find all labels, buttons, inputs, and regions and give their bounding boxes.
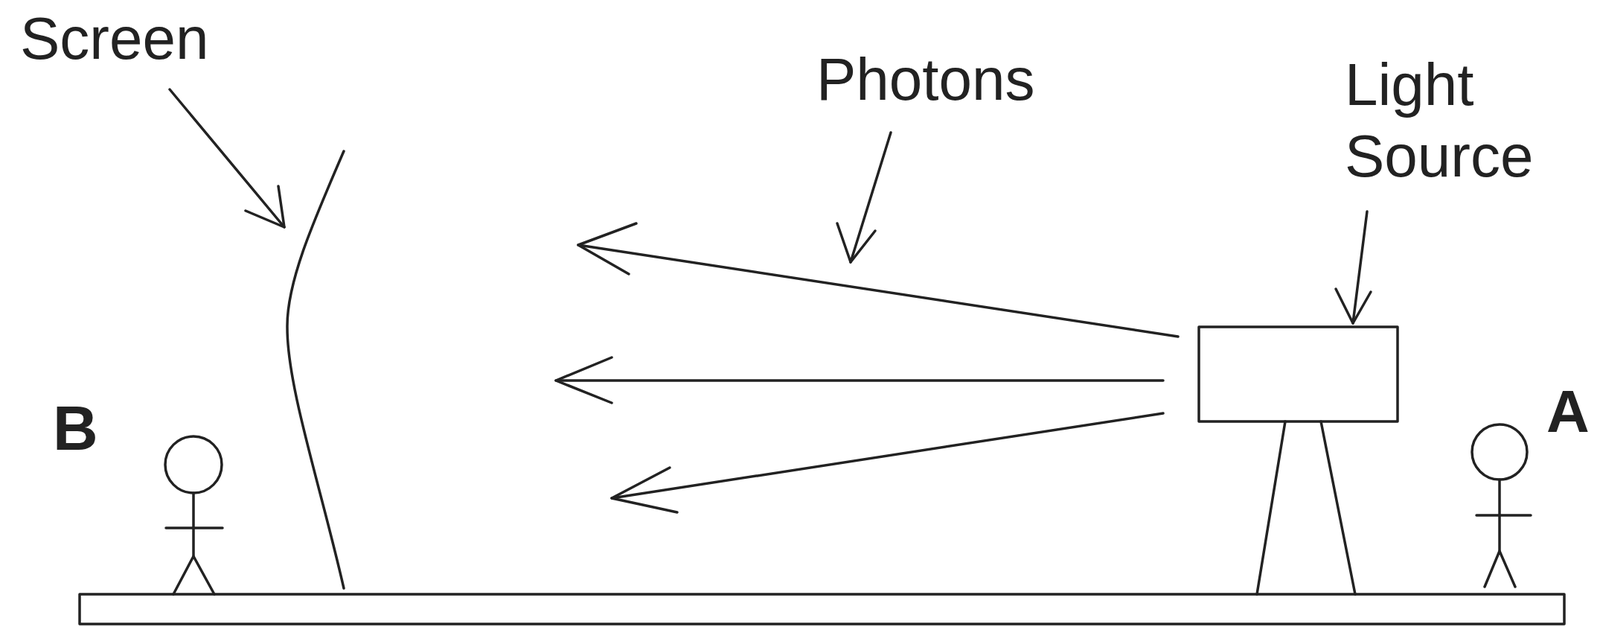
photons-label: Photons — [816, 45, 1036, 114]
leader-arrow — [837, 132, 891, 262]
photon-arrow — [611, 413, 1164, 512]
light-source-label: Light Source — [1344, 49, 1568, 192]
leader-arrow — [169, 89, 285, 227]
person-label: A — [1546, 377, 1590, 446]
screen-label: Screen — [20, 4, 209, 73]
stick-figure — [1472, 424, 1531, 587]
photon-arrow — [578, 223, 1179, 337]
ground-bar — [79, 593, 1565, 624]
tripod-leg — [1320, 421, 1356, 594]
screen-curve — [287, 151, 344, 588]
person-label: B — [52, 392, 99, 465]
leader-arrow — [1335, 211, 1371, 323]
tripod-leg — [1256, 421, 1286, 594]
stick-figure — [165, 436, 223, 594]
light-source-box — [1198, 326, 1398, 422]
photon-arrow — [555, 357, 1164, 403]
